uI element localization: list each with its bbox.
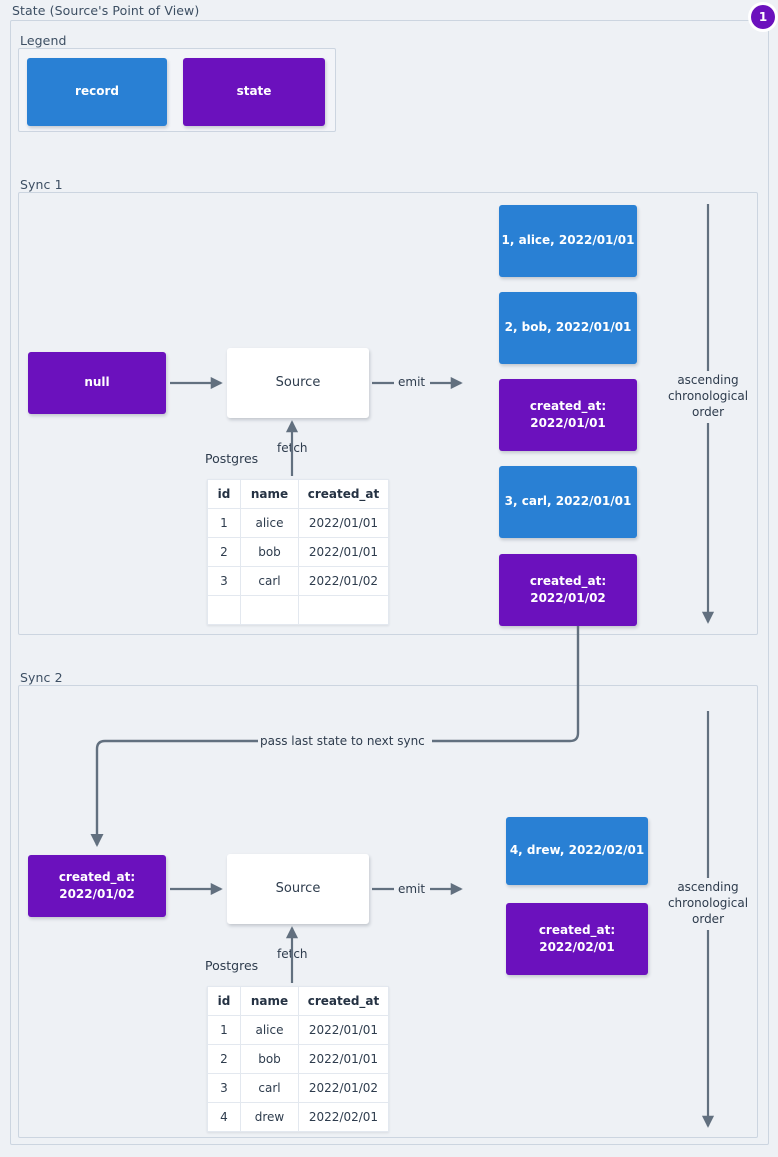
- sync1-emitted-state-2: created_at: 2022/01/02: [499, 554, 637, 626]
- sync1-input-state-node: null: [28, 352, 166, 414]
- cell-name: drew: [240, 1102, 299, 1132]
- column-header-name: name: [240, 986, 299, 1016]
- column-header-name: name: [240, 479, 299, 509]
- cell-created-at: 2022/02/01: [298, 1102, 389, 1132]
- sync1-emitted-state-1: created_at: 2022/01/01: [499, 379, 637, 451]
- table-row: 3 carl 2022/01/02: [207, 566, 389, 596]
- legend-title: Legend: [20, 33, 67, 48]
- sync2-emit-label: emit: [396, 882, 428, 896]
- cell-created-at: 2022/01/01: [298, 1015, 389, 1045]
- sync1-title: Sync 1: [20, 177, 63, 192]
- table-row: 1 alice 2022/01/01: [207, 1015, 389, 1045]
- cell-id: 2: [207, 537, 241, 567]
- badge-number: 1: [751, 5, 775, 29]
- legend-swatch-record: record: [27, 58, 167, 126]
- sync2-order-label: ascending chronological order: [666, 880, 750, 928]
- sync1-emitted-record-1: 1, alice, 2022/01/01: [499, 205, 637, 277]
- sync1-postgres-table: id name created_at 1 alice 2022/01/01 2 …: [207, 479, 389, 625]
- sync2-postgres-label: Postgres: [205, 958, 259, 973]
- table-row: 3 carl 2022/01/02: [207, 1073, 389, 1103]
- table-row-empty: [207, 595, 389, 625]
- sync2-emitted-state-1: created_at: 2022/02/01: [506, 903, 648, 975]
- cell-name: alice: [240, 508, 299, 538]
- sync1-order-label: ascending chronological order: [666, 373, 750, 421]
- cell-id: 2: [207, 1044, 241, 1074]
- state-value: 2022/01/02: [59, 887, 135, 901]
- sync2-emitted-record-1: 4, drew, 2022/02/01: [506, 817, 648, 885]
- sync2-source-node: Source: [227, 854, 369, 924]
- cell-name: alice: [240, 1015, 299, 1045]
- column-header-id: id: [207, 986, 241, 1016]
- pass-state-label: pass last state to next sync: [258, 734, 427, 748]
- sync1-fetch-label: fetch: [275, 441, 310, 455]
- column-header-created-at: created_at: [298, 479, 389, 509]
- cell-created-at: 2022/01/01: [298, 1044, 389, 1074]
- state-key: created_at:: [58, 869, 136, 884]
- sync2-title: Sync 2: [20, 670, 63, 685]
- sync2-postgres-table: id name created_at 1 alice 2022/01/01 2 …: [207, 986, 389, 1132]
- cell-id: 3: [207, 1073, 241, 1103]
- legend-swatch-state: state: [183, 58, 325, 126]
- cell-id: 1: [207, 1015, 241, 1045]
- state-value: 2022/02/01: [539, 940, 615, 954]
- cell-name: [240, 595, 299, 625]
- cell-id: 1: [207, 508, 241, 538]
- table-row: 2 bob 2022/01/01: [207, 1044, 389, 1074]
- sync1-postgres-label: Postgres: [205, 451, 259, 466]
- table-header-row: id name created_at: [207, 986, 389, 1016]
- cell-id: [207, 595, 241, 625]
- cell-name: carl: [240, 1073, 299, 1103]
- table-header-row: id name created_at: [207, 479, 389, 509]
- cell-id: 4: [207, 1102, 241, 1132]
- state-key: created_at:: [538, 922, 616, 937]
- cell-created-at: 2022/01/01: [298, 537, 389, 567]
- sync2-input-state-node: created_at: 2022/01/02: [28, 855, 166, 917]
- sync1-emitted-record-3: 3, carl, 2022/01/01: [499, 466, 637, 538]
- state-key: created_at:: [529, 398, 607, 413]
- cell-created-at: 2022/01/02: [298, 1073, 389, 1103]
- cell-name: bob: [240, 537, 299, 567]
- state-value: 2022/01/02: [530, 591, 606, 605]
- table-row: 4 drew 2022/02/01: [207, 1102, 389, 1132]
- cell-id: 3: [207, 566, 241, 596]
- column-header-id: id: [207, 479, 241, 509]
- sync1-emit-label: emit: [396, 375, 428, 389]
- sync1-emitted-record-2: 2, bob, 2022/01/01: [499, 292, 637, 364]
- page-title: State (Source's Point of View): [12, 3, 200, 18]
- state-key: created_at:: [529, 573, 607, 588]
- cell-name: carl: [240, 566, 299, 596]
- cell-name: bob: [240, 1044, 299, 1074]
- cell-created-at: 2022/01/02: [298, 566, 389, 596]
- sync2-fetch-label: fetch: [275, 947, 310, 961]
- step-badge[interactable]: 1: [748, 2, 778, 32]
- table-row: 1 alice 2022/01/01: [207, 508, 389, 538]
- state-value: 2022/01/01: [530, 416, 606, 430]
- sync1-source-node: Source: [227, 348, 369, 418]
- table-row: 2 bob 2022/01/01: [207, 537, 389, 567]
- cell-created-at: 2022/01/01: [298, 508, 389, 538]
- cell-created-at: [298, 595, 389, 625]
- column-header-created-at: created_at: [298, 986, 389, 1016]
